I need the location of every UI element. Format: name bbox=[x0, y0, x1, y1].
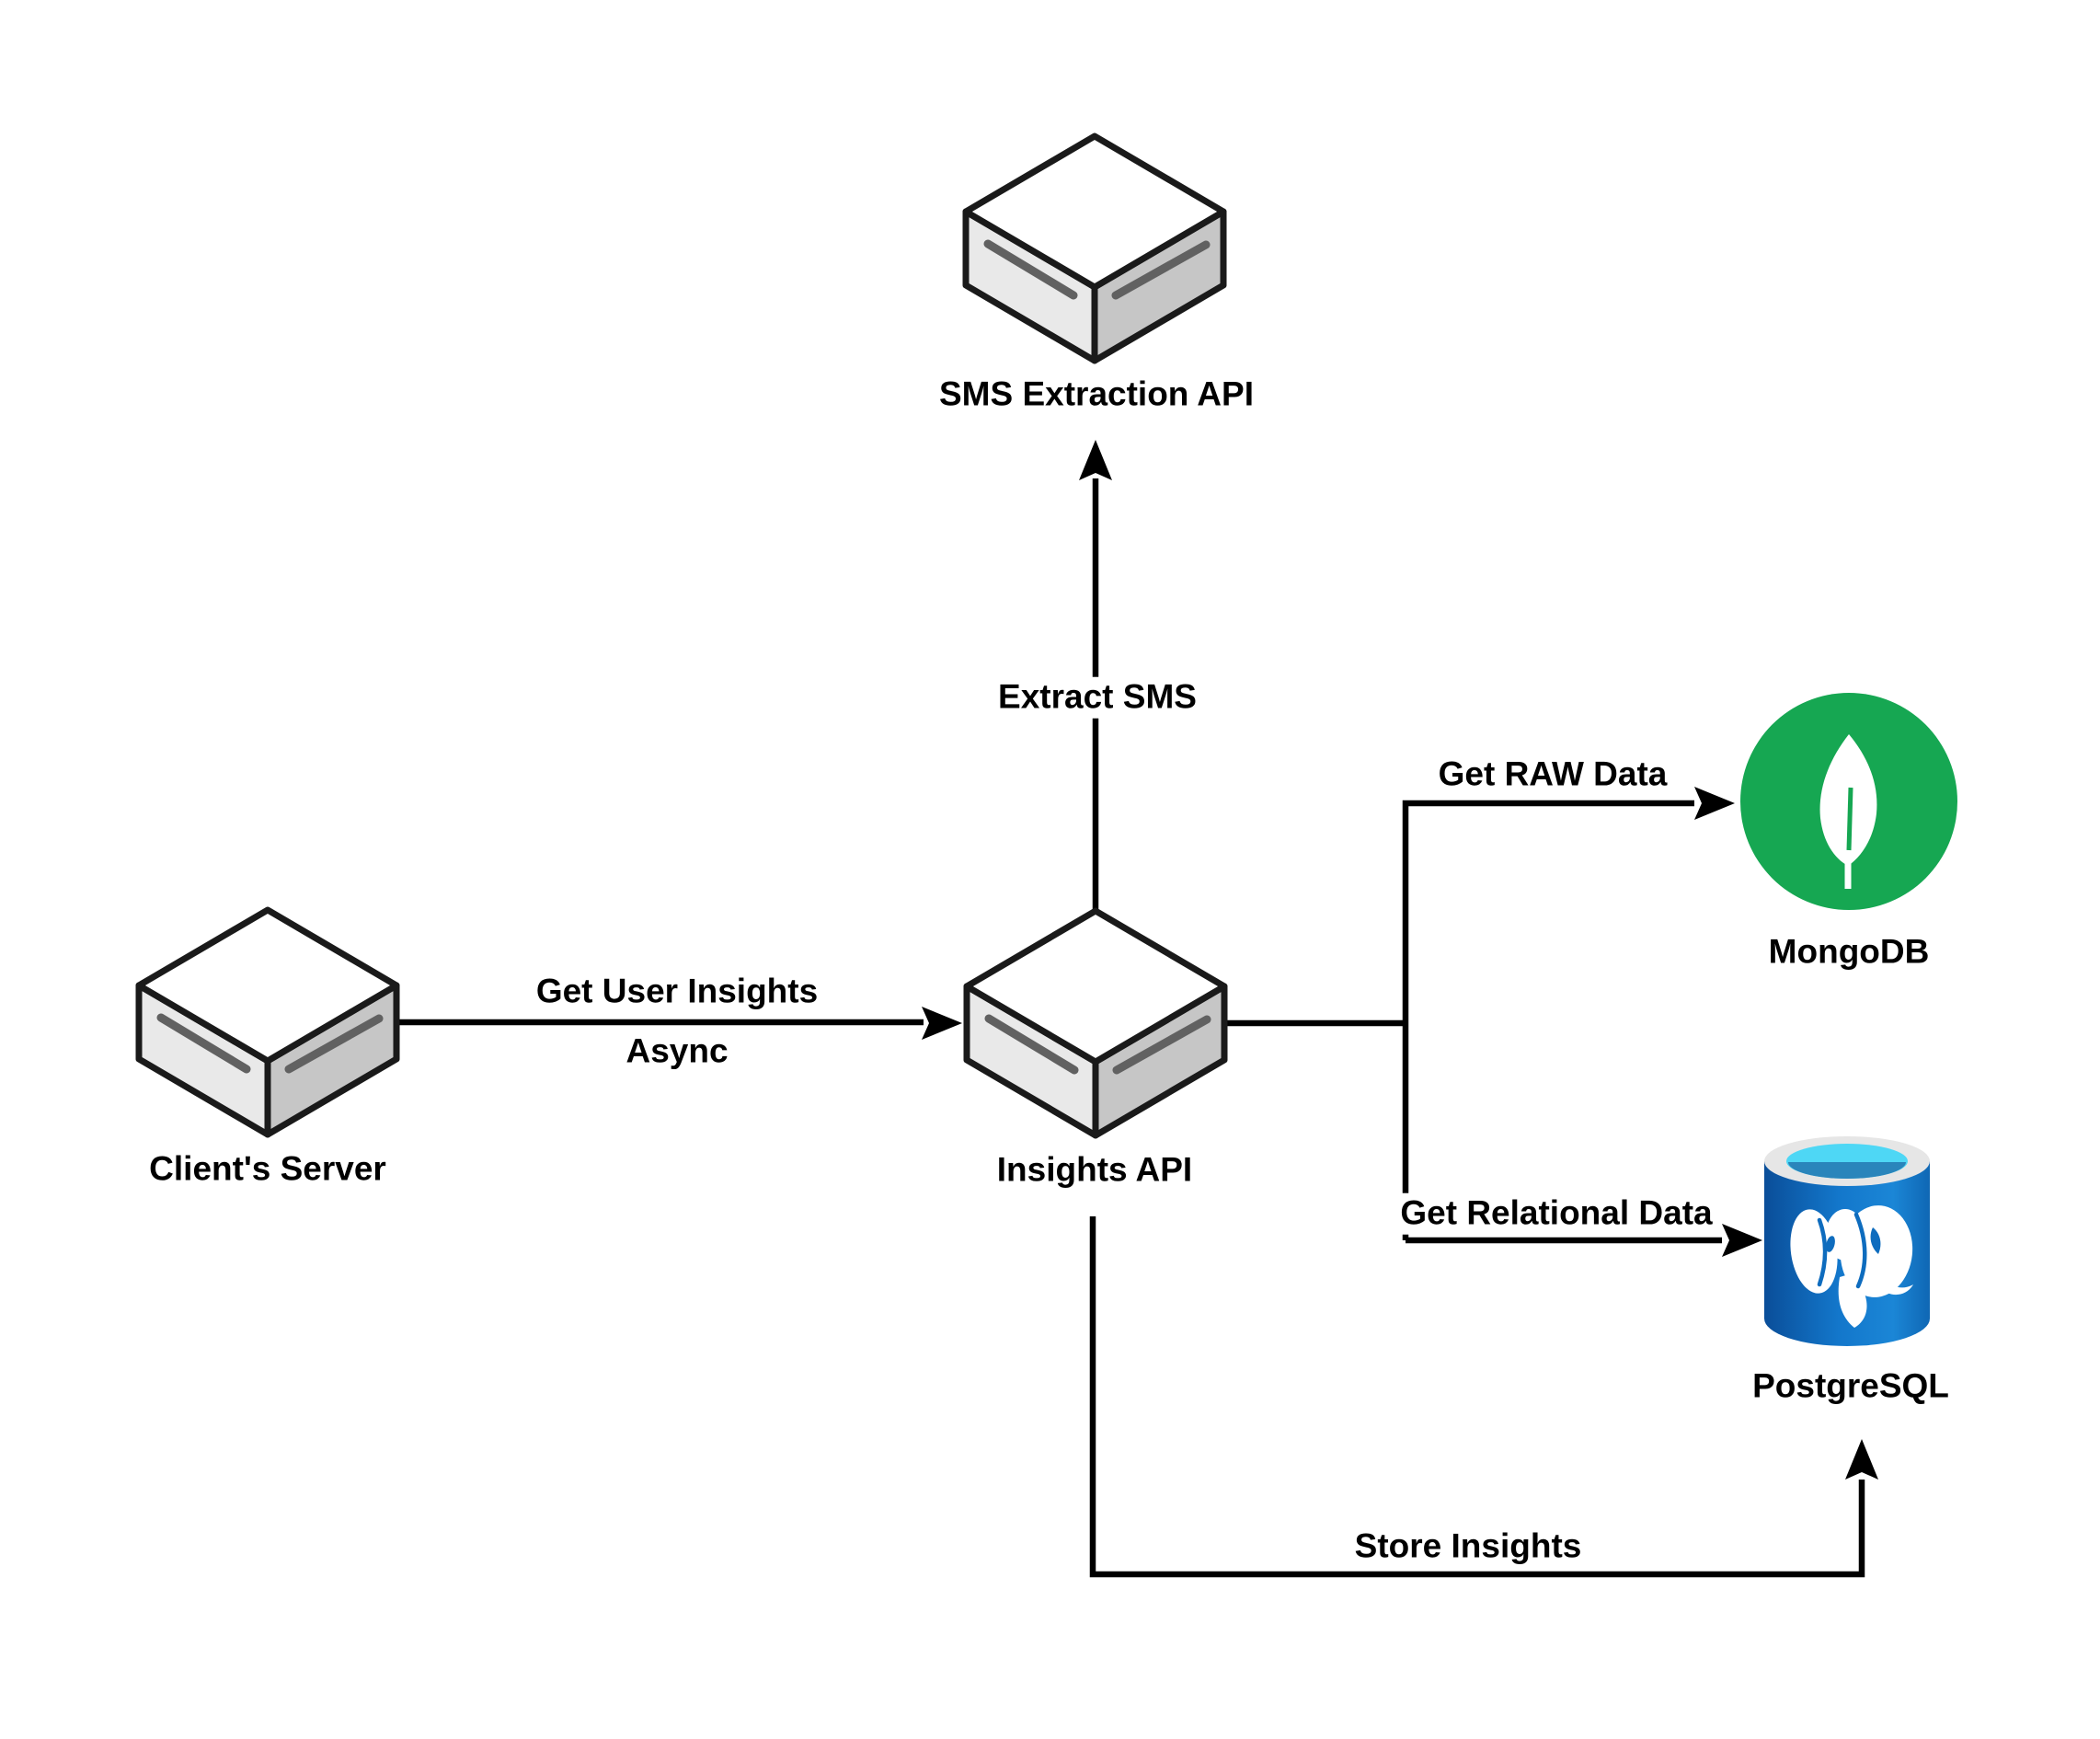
node-label-insights-api: Insights API bbox=[991, 1149, 1199, 1192]
node-label-mongodb: MongoDB bbox=[1762, 931, 1935, 973]
node-insights-api bbox=[967, 911, 1224, 1135]
server-cube-icon bbox=[967, 911, 1224, 1135]
arrowhead bbox=[1845, 1439, 1878, 1480]
edge-label-get-user-insights: Get User Insights bbox=[530, 971, 824, 1013]
postgresql-icon bbox=[1764, 1136, 1930, 1346]
server-cube-icon bbox=[139, 910, 396, 1134]
arrowhead bbox=[1722, 1224, 1762, 1257]
arrowhead bbox=[1694, 787, 1735, 820]
arrowhead bbox=[1079, 440, 1112, 480]
mongodb-icon bbox=[1740, 693, 1957, 910]
edge-extract-sms bbox=[1079, 440, 1112, 909]
edge-get-raw-data bbox=[1224, 787, 1735, 1240]
edge-label-get-raw-data: Get RAW Data bbox=[1432, 754, 1673, 796]
edge-get-user-insights bbox=[396, 1007, 962, 1040]
edge-label-extract-sms: Extract SMS bbox=[993, 676, 1202, 719]
edge-store-insights bbox=[1089, 1216, 1878, 1578]
postgres-cylinder-inner-shade bbox=[1788, 1162, 1906, 1179]
edge-label-store-insights: Store Insights bbox=[1348, 1526, 1588, 1568]
node-label-sms-extraction-api: SMS Extraction API bbox=[934, 374, 1259, 416]
edge-label-get-relational-data: Get Relational Data bbox=[1394, 1192, 1718, 1235]
node-label-postgresql: PostgreSQL bbox=[1747, 1365, 1955, 1408]
edge-label-async: Async bbox=[620, 1031, 734, 1073]
node-client-server bbox=[139, 910, 396, 1134]
server-cube-icon bbox=[966, 136, 1223, 361]
postgres-elephant bbox=[1790, 1205, 1913, 1328]
node-label-client-server: Client's Server bbox=[143, 1148, 392, 1191]
edge-get-relational-data bbox=[1406, 1224, 1762, 1257]
mongodb-leaf-vein bbox=[1846, 787, 1853, 851]
node-sms-extraction-api bbox=[966, 136, 1223, 361]
arrowhead bbox=[922, 1007, 962, 1040]
